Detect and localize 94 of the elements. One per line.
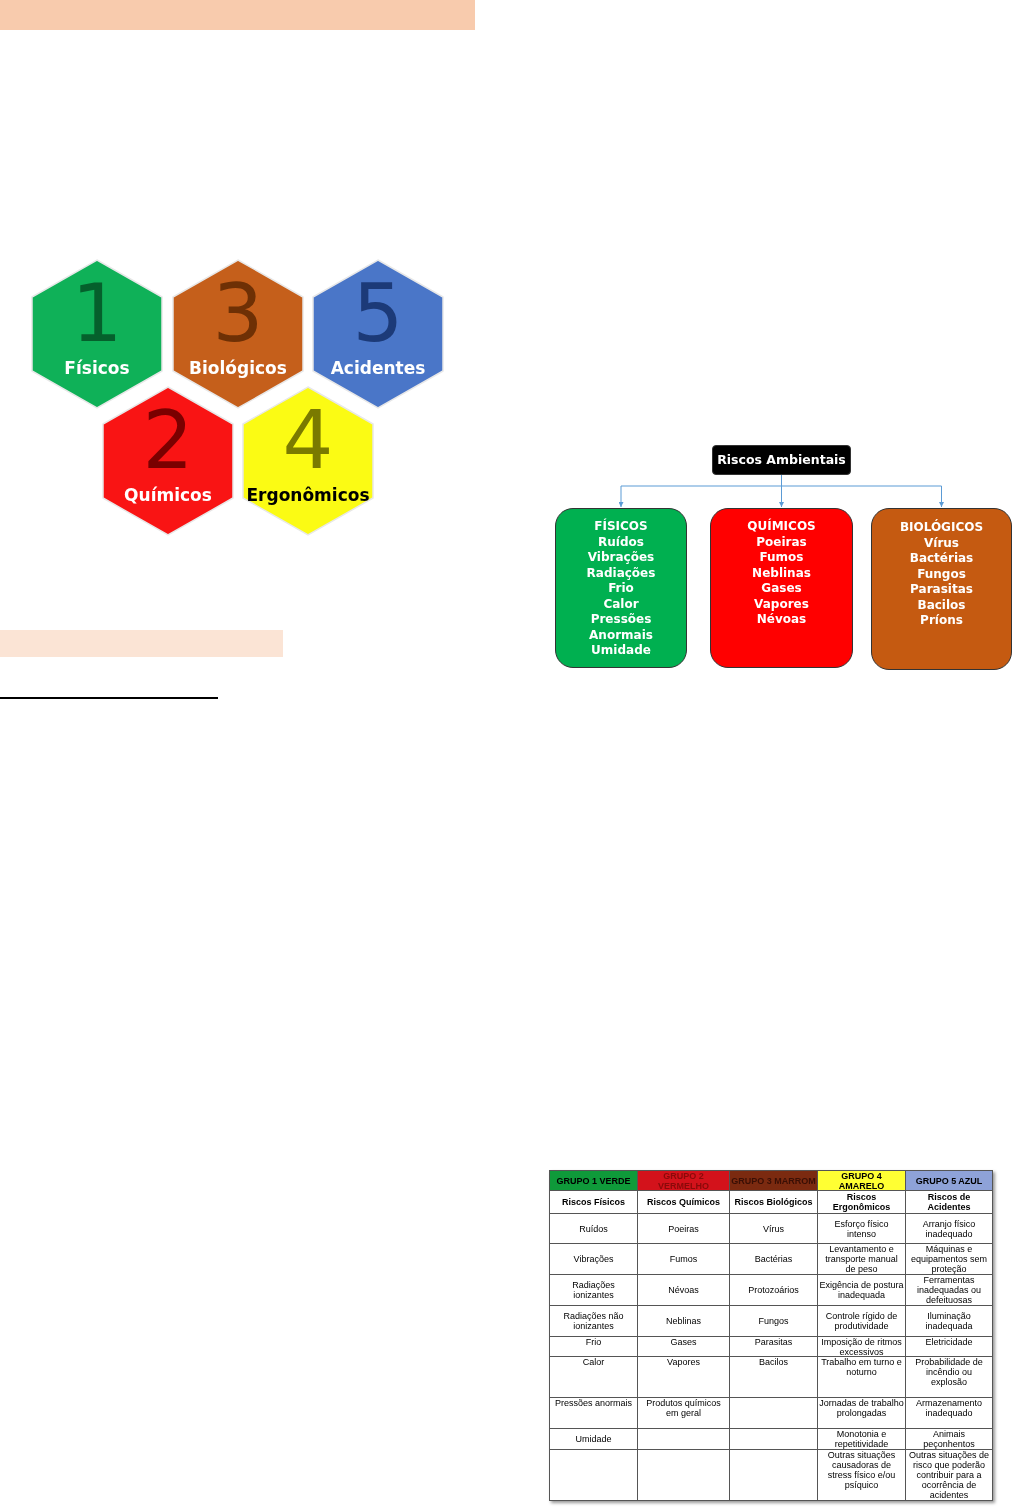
table-cell: Vibrações (550, 1244, 638, 1275)
table-cell: Vírus (730, 1214, 818, 1244)
category-box (555, 508, 687, 668)
table-cell: Produtos químicos em geral (638, 1398, 730, 1429)
table-cell: Trabalho em turno e noturno (818, 1357, 906, 1398)
risk-item: Vapores (754, 596, 809, 612)
table-cell: Protozoários (730, 1275, 818, 1306)
tile-label: Acidentes (329, 357, 427, 379)
risk-item: Vírus (924, 535, 959, 551)
category-title: QUÍMICOS (747, 519, 816, 535)
table-cell: Névoas (638, 1275, 730, 1306)
table-cell: Arranjo físico inadequado (906, 1214, 993, 1244)
table-cell: Armazenamento inadequado (906, 1398, 993, 1429)
risk-item: Umidade (591, 643, 651, 659)
hexagon-tile (172, 259, 304, 409)
table-cell: Fungos (730, 1306, 818, 1337)
risk-item: Bacilos (917, 597, 966, 613)
table-cell: Eletricidade (906, 1337, 993, 1357)
table-cell: Vapores (638, 1357, 730, 1398)
risk-item: Pressões (590, 612, 652, 628)
table-cell: Parasitas (730, 1337, 818, 1357)
table-cell: Radiações não ionizantes (550, 1306, 638, 1337)
root-box (712, 445, 851, 475)
table-cell: Riscos de Acidentes (906, 1191, 993, 1214)
tile-label: Físicos (63, 357, 131, 379)
table-cell: Ruídos (550, 1214, 638, 1244)
risk-item: Frio (608, 581, 634, 597)
table-cell: Animais peçonhentos (906, 1429, 993, 1450)
table-cell: Imposição de ritmos excessivos (818, 1337, 906, 1357)
header-cell: GRUPO 1 VERDE (550, 1171, 638, 1191)
category-title: FÍSICOS (594, 519, 648, 535)
table-cell: Umidade (550, 1429, 638, 1450)
table-cell: Ferramentas inadequadas ou defeituosas (906, 1275, 993, 1306)
hexagon-tile (312, 259, 444, 409)
table-cell: Levantamento e transporte manual de peso (818, 1244, 906, 1275)
risk-item: Gases (761, 581, 802, 597)
table-cell: Neblinas (638, 1306, 730, 1337)
tile-label: Ergonômicos (245, 484, 371, 506)
category-title: BIOLÓGICOS (899, 520, 984, 536)
header-cell: GRUPO 3 MARROM (730, 1171, 818, 1191)
risk-item: Fungos (917, 566, 966, 582)
risk-item: Parasitas (910, 582, 973, 598)
risk-item: Anormais (589, 627, 653, 643)
hexagon-tile (102, 386, 234, 536)
table-cell: Calor (550, 1357, 638, 1398)
table-cell: Controle rígido de produtividade (818, 1306, 906, 1337)
risk-item: Poeiras (756, 534, 807, 550)
table-cell: Riscos Biológicos (730, 1191, 818, 1214)
tile-number: 2 (142, 400, 194, 482)
risk-item: Bactérias (909, 551, 974, 567)
category-box (710, 508, 853, 668)
table-cell: Jornadas de trabalho prolongadas (818, 1398, 906, 1429)
table-cell: Fumos (638, 1244, 730, 1275)
section-band (0, 0, 475, 30)
table-cell: Bacilos (730, 1357, 818, 1398)
table-cell: Poeiras (638, 1214, 730, 1244)
tile-label: Químicos (123, 484, 213, 506)
hexagon-tile (31, 259, 163, 409)
risk-item: Neblinas (752, 565, 811, 581)
table-cell: Pressões anormais (550, 1398, 638, 1429)
table-cell: Radiações ionizantes (550, 1275, 638, 1306)
table-cell: Probabilidade de incêndio ou explosão (906, 1357, 993, 1398)
tile-number: 5 (351, 273, 405, 355)
table-cell: Outras situações causadoras de stress físico e/ou psíquico (818, 1450, 906, 1501)
table-cell: Máquinas e equipamentos sem proteção (906, 1244, 993, 1275)
risk-item: Vibrações (587, 550, 655, 566)
header-cell: GRUPO 4 AMARELO (818, 1171, 906, 1191)
table-cell: Bactérias (730, 1244, 818, 1275)
header-cell: GRUPO 5 AZUL (906, 1171, 993, 1191)
table-cell: Esforço físico intenso (818, 1214, 906, 1244)
section-band (0, 630, 283, 657)
tile-number: 4 (282, 400, 334, 482)
risk-item: Radiações (586, 565, 656, 581)
table-cell: Riscos Químicos (638, 1191, 730, 1214)
root-title: Riscos Ambientais (717, 452, 846, 468)
table-cell: Riscos Ergonômicos (818, 1191, 906, 1214)
risk-item: Príons (920, 613, 963, 629)
table-cell: Monotonia e repetitividade (818, 1429, 906, 1450)
table-cell: Iluminação inadequada (906, 1306, 993, 1337)
hexagon-tile (242, 386, 374, 536)
table-cell: Outras situações de risco que poderão contribuir para a ocorrência de acidentes (906, 1450, 993, 1501)
tile-number: 1 (71, 273, 123, 355)
risk-item: Ruídos (598, 534, 644, 550)
risk-item: Névoas (756, 612, 807, 628)
header-cell: GRUPO 2 VERMELHO (638, 1171, 730, 1191)
table-cell: Frio (550, 1337, 638, 1357)
category-box (871, 508, 1012, 670)
table-cell: Exigência de postura inadequada (818, 1275, 906, 1306)
risk-item: Calor (603, 596, 639, 612)
table-cell: Gases (638, 1337, 730, 1357)
tile-label: Biológicos (188, 357, 288, 379)
tile-number: 3 (212, 273, 264, 355)
risk-item: Fumos (759, 550, 804, 566)
table-cell: Riscos Físicos (550, 1191, 638, 1214)
